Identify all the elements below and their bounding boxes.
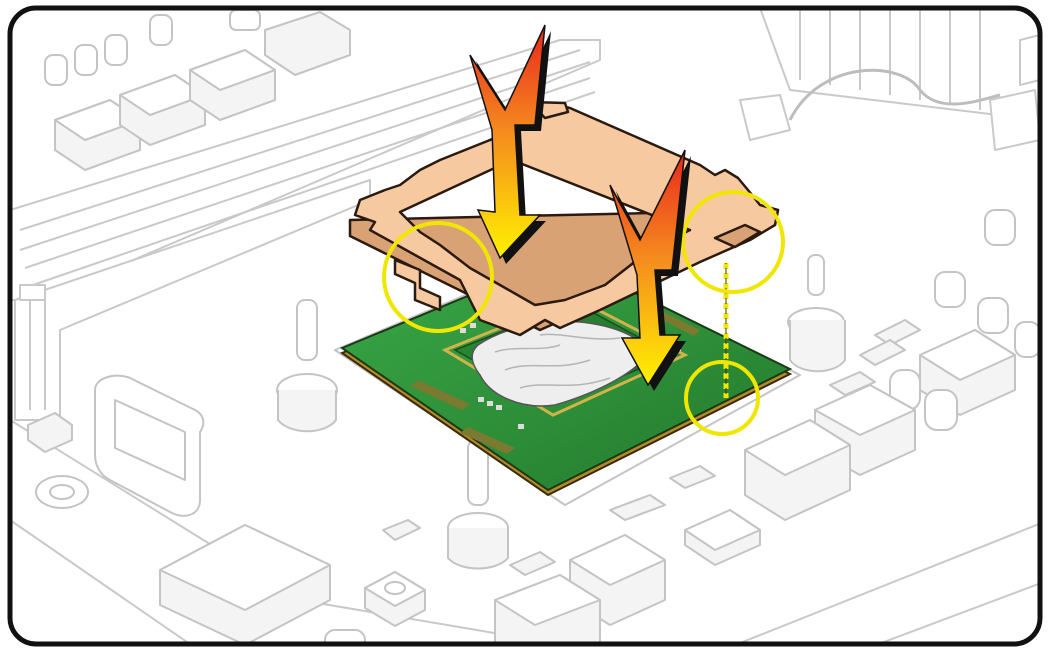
right-connector bbox=[990, 90, 1040, 150]
